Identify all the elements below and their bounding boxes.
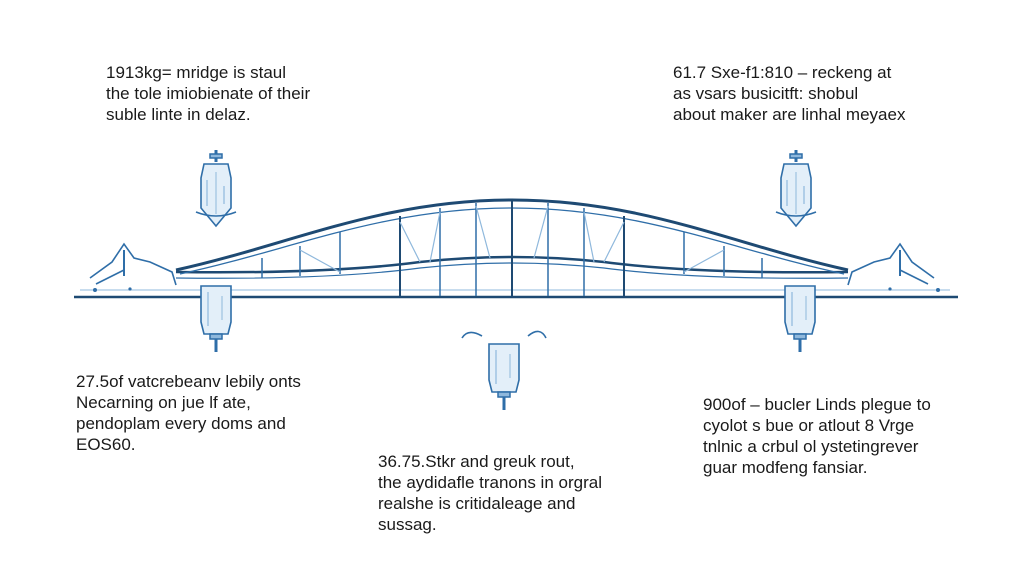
annotation-top-right: 61.7 Sxe-f1:810 – reckeng at as vsars bu… xyxy=(673,62,905,125)
bridge-bracing xyxy=(299,205,725,273)
annotation-line: tnlnic a crbul ol ystetingrever xyxy=(703,437,919,456)
annotation-line: the tole imiobienate of their xyxy=(106,84,311,103)
bulb-ornament-center xyxy=(487,342,521,412)
annotation-line: as vsars busicitft: shobul xyxy=(673,84,859,103)
annotation-line: EOS60. xyxy=(76,435,136,454)
annotation-line: cyolot s bue or atlout 8 Vrge xyxy=(703,416,915,435)
annotation-line: Necarning on jue lf ate, xyxy=(76,393,251,412)
annotation-line: the aydidafle tranons in orgral xyxy=(378,473,602,492)
annotation-line: guar modfeng fansiar. xyxy=(703,458,868,477)
bulb-ornament-top-right xyxy=(774,148,818,228)
annotation-line: 900of – bucler Linds plegue to xyxy=(703,395,931,414)
bridge-arch xyxy=(175,198,849,272)
annotation-middle-right: 900of – bucler Linds plegue to cyolot s … xyxy=(703,394,931,478)
annotation-line: about maker are linhal meyaex xyxy=(673,105,906,124)
annotation-line: realshe is critidaleage and xyxy=(378,494,576,513)
annotation-line: 61.7 Sxe-f1:810 – reckeng at xyxy=(673,63,892,82)
annotation-middle-left: 27.5of vatcrebeanv lebily onts Necarning… xyxy=(76,371,301,455)
annotation-top-left: 1913kg= mridge is staul the tole imiobie… xyxy=(106,62,310,125)
annotation-line: 36.75.Stkr and greuk rout, xyxy=(378,452,575,471)
bulb-ornament-below-right xyxy=(783,284,817,354)
annotation-line: 1913kg= mridge is staul xyxy=(106,63,287,82)
annotation-line: 27.5of vatcrebeanv lebily onts xyxy=(76,372,301,391)
right-abutment xyxy=(847,242,935,286)
annotation-line: sussag. xyxy=(378,515,437,534)
ground-markers xyxy=(93,287,940,292)
bulb-ornament-top-left xyxy=(194,148,238,228)
bridge-hangers xyxy=(261,201,763,296)
bulb-ornament-below-left xyxy=(199,284,233,354)
annotation-bottom-center: 36.75.Stkr and greuk rout, the aydidafle… xyxy=(378,451,602,535)
annotation-line: pendoplam every doms and xyxy=(76,414,286,433)
left-abutment xyxy=(89,242,177,286)
annotation-line: suble linte in delaz. xyxy=(106,105,251,124)
